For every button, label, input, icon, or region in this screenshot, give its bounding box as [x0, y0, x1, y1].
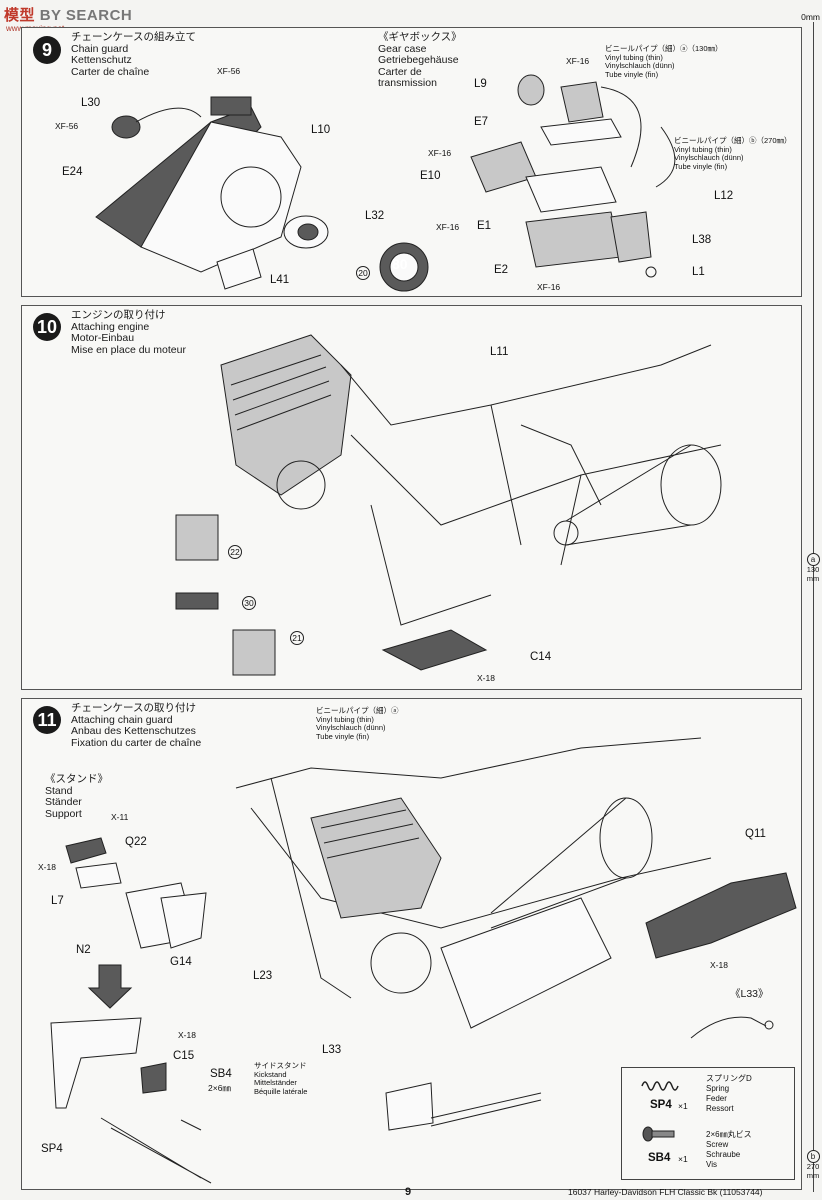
label-e2: E2 [494, 264, 509, 276]
label-sp4: SP4 [41, 1143, 63, 1155]
parts-sp4-qty: ×1 [678, 1101, 688, 1111]
label-e24: E24 [62, 166, 83, 178]
parts-sb4: SB4 [648, 1152, 671, 1164]
label-x18-a: X-18 [38, 862, 56, 872]
label-l23: L23 [253, 970, 273, 982]
label-l41: L41 [270, 274, 290, 286]
label-xf56-b: XF-56 [55, 121, 79, 131]
label-xf16-b: XF-16 [428, 148, 452, 158]
decal-ref-30: 30 [242, 596, 256, 610]
step-10-panel [21, 305, 802, 690]
decal-ref-21: 21 [290, 631, 304, 645]
label-l38: L38 [692, 234, 712, 246]
label-l10: L10 [311, 124, 331, 136]
step-9-diagram [95, 74, 676, 292]
label-g14: G14 [170, 956, 192, 968]
label-l11: L11 [490, 346, 509, 358]
label-x18-c: X-18 [178, 1030, 196, 1040]
label-xf16-c: XF-16 [436, 222, 460, 232]
label-n2: N2 [76, 944, 91, 956]
label-e10: E10 [420, 170, 441, 182]
product-code: 16037 Harley-Davidson FLH Classic Bk (11… [568, 1187, 763, 1197]
step-11-diagram [50, 737, 797, 1184]
label-c15: C15 [173, 1050, 195, 1062]
label-l32: L32 [365, 210, 385, 222]
step-10-number: 10 [33, 313, 61, 341]
ruler-mark-a: a 130 mm [806, 553, 820, 583]
label-l1: L1 [692, 266, 705, 278]
step-10-diagram [175, 334, 722, 676]
label-x18-step10: X-18 [477, 673, 495, 683]
spring-icon [641, 1081, 679, 1091]
label-l12: L12 [714, 190, 734, 202]
decal-80: 80 [392, 256, 408, 272]
label-xf16-a: XF-16 [566, 56, 590, 66]
step-9-number: 9 [33, 36, 61, 64]
parts-sb4-qty: ×1 [678, 1154, 688, 1164]
screw-icon [642, 1126, 675, 1142]
site-logo: 模型 BY SEARCH [4, 7, 133, 24]
label-l30: L30 [81, 97, 101, 109]
label-e1: E1 [477, 220, 492, 232]
page-number: 9 [405, 1186, 412, 1198]
decal-ref-22: 22 [228, 545, 242, 559]
label-x18-b: X-18 [710, 960, 728, 970]
label-l9: L9 [474, 78, 487, 90]
label-sb4: SB4 [210, 1068, 232, 1080]
label-c14: C14 [530, 651, 552, 663]
parts-sp4: SP4 [650, 1099, 672, 1111]
ruler-top-label: 0mm [801, 12, 820, 22]
label-l33: L33 [322, 1044, 342, 1056]
label-x11: X-11 [111, 812, 129, 822]
label-sb4-size: 2×6㎜ [208, 1083, 231, 1093]
step-11-number: 11 [33, 706, 61, 734]
tube-b-note: ビニールパイプ（細）ⓑ（270㎜）Vinyl tubing (thin)Viny… [674, 136, 792, 171]
decal-ref-20: 20 [356, 266, 370, 280]
ruler-mark-b: b 270 mm [806, 1150, 820, 1180]
label-l33-detail: 《L33》 [730, 988, 769, 1000]
label-q22: Q22 [125, 836, 147, 848]
label-e7: E7 [474, 116, 489, 128]
label-xf16-d: XF-16 [537, 282, 561, 292]
ruler [813, 22, 814, 1192]
tube-a-note: ビニールパイプ（細）ⓐ（130㎜）Vinyl tubing (thin)Viny… [605, 44, 723, 79]
label-l7: L7 [51, 895, 64, 907]
label-q11: Q11 [745, 828, 766, 840]
label-xf56-a: XF-56 [217, 66, 241, 76]
